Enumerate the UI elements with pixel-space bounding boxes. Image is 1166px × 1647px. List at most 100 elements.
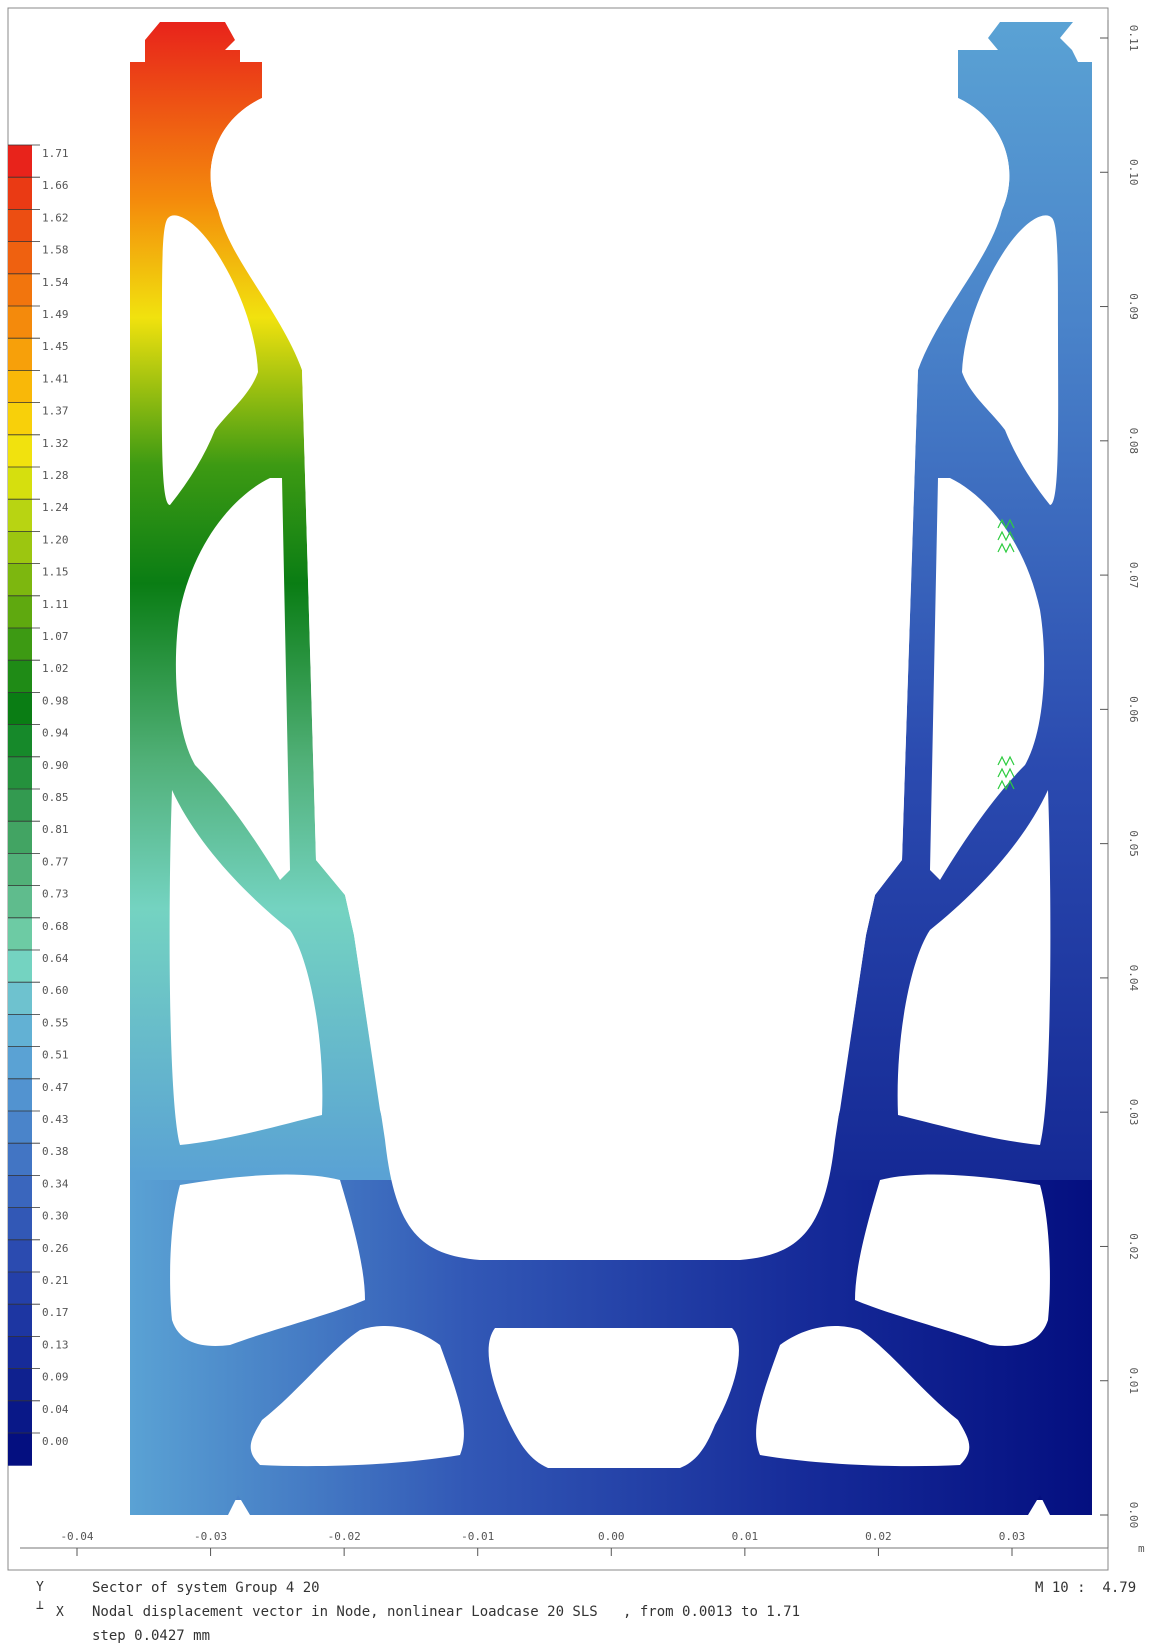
left-cavity-2 [175,478,290,880]
y-tick-label: 0.07 [1127,562,1140,589]
legend-swatch [8,499,32,532]
legend-label: 1.07 [42,630,69,643]
legend-swatch [8,241,32,275]
legend-label: 0.77 [42,855,69,868]
x-tick-label: 0.01 [732,1530,759,1543]
x-tick-label: -0.01 [461,1530,494,1543]
legend-label: 0.43 [42,1113,69,1126]
legend-label: 1.11 [42,598,69,611]
legend-swatch [8,885,32,919]
legend-label: 0.60 [42,984,69,997]
legend-label: 1.20 [42,533,69,546]
y-tick-label: 0.09 [1127,293,1140,320]
left-cavity-1 [161,215,258,505]
scale-label: M 10 : 4.79 [1035,1580,1137,1596]
legend-label: 0.98 [42,694,69,707]
legend-label: 0.04 [42,1403,69,1416]
legend-label: 1.62 [42,211,69,224]
legend-label: 1.54 [42,276,69,289]
legend-label: 1.02 [42,662,69,675]
support-marker-2 [997,755,1015,791]
legend-swatch [8,370,32,404]
x-tick-label: 0.00 [598,1530,625,1543]
left-cavity-3 [169,790,323,1145]
legend-label: 1.66 [42,179,69,192]
legend-label: 0.21 [42,1274,69,1287]
legend-swatch [8,338,32,371]
legend-swatch [8,1368,32,1402]
y-tick-label: 0.11 [1127,25,1140,52]
legend-label: 0.51 [42,1049,69,1062]
legend-swatch [8,628,32,661]
legend-label: 1.24 [42,501,69,514]
legend-label: 0.09 [42,1371,69,1384]
legend-swatch [8,402,32,436]
legend-label: 0.90 [42,759,69,772]
legend-label: 0.17 [42,1306,69,1319]
center-cavity [210,62,1010,1260]
legend-label: 0.00 [42,1435,69,1448]
right-cavity-1 [962,215,1059,505]
y-tick-label: 0.02 [1127,1233,1140,1260]
legend-swatch [8,1207,32,1241]
legend-label: 1.45 [42,340,69,353]
legend-swatch [8,306,32,339]
legend-swatch [8,789,32,822]
legend-swatch [8,821,32,854]
legend-swatch [8,1143,32,1176]
legend-label: 1.58 [42,244,69,257]
x-tick-label: -0.03 [194,1530,227,1543]
y-tick-label: 0.03 [1127,1099,1140,1126]
x-tick-label: 0.03 [999,1530,1026,1543]
profile-section [130,22,1092,1515]
legend-swatch [8,1239,32,1273]
legend-swatch [8,917,32,951]
left-cavity-5 [250,1325,464,1467]
legend-label: 0.47 [42,1081,69,1094]
y-tick-label: 0.00 [1127,1502,1140,1529]
legend-label: 0.34 [42,1177,69,1190]
right-cavity-3 [897,790,1051,1145]
legend-label: 0.85 [42,791,69,804]
support-markers [997,518,1015,791]
y-tick-label: 0.01 [1127,1367,1140,1394]
legend-swatch [8,531,32,565]
center-cavity-low [488,1328,739,1468]
y-axis-unit: m [1138,1542,1145,1555]
axis-indicator-x: X [56,1605,64,1620]
legend-swatch [8,1111,32,1144]
legend-swatch [8,563,32,597]
y-axis: 0.000.010.020.030.040.050.060.070.080.09… [1100,20,1145,1555]
legend-label: 0.94 [42,727,69,740]
legend-swatch [8,692,32,726]
legend-label: 1.28 [42,469,69,482]
legend-label: 0.30 [42,1210,69,1223]
legend-swatch [8,1078,32,1112]
axis-indicator-symbol: ⊥ [36,1598,44,1613]
legend-swatch [8,1175,32,1209]
legend-swatch [8,1046,32,1080]
legend-swatch [8,434,32,468]
legend-swatch [8,1304,32,1337]
right-cavity-4 [855,1174,1050,1346]
legend-label: 1.41 [42,372,69,385]
legend-swatch [8,660,32,693]
footer-line-3: step 0.0427 mm [92,1628,211,1644]
axis-indicator-y: Y [36,1580,44,1595]
legend-label: 0.26 [42,1242,69,1255]
legend-label: 0.64 [42,952,69,965]
legend-swatch [8,1014,32,1048]
legend-label: 0.73 [42,888,69,901]
legend-label: 0.81 [42,823,69,836]
y-tick-label: 0.06 [1127,696,1140,723]
legend-swatch [8,273,32,307]
legend-swatch [8,177,32,210]
legend-swatch [8,145,32,178]
y-tick-label: 0.10 [1127,159,1140,186]
footer-line-2: Nodal displacement vector in Node, nonli… [92,1604,801,1620]
legend-swatch [8,724,32,758]
footer-line-1: Sector of system Group 4 20 [92,1580,320,1596]
y-tick-label: 0.05 [1127,830,1140,857]
color-legend: 1.711.661.621.581.541.491.451.411.371.32… [8,144,69,1466]
